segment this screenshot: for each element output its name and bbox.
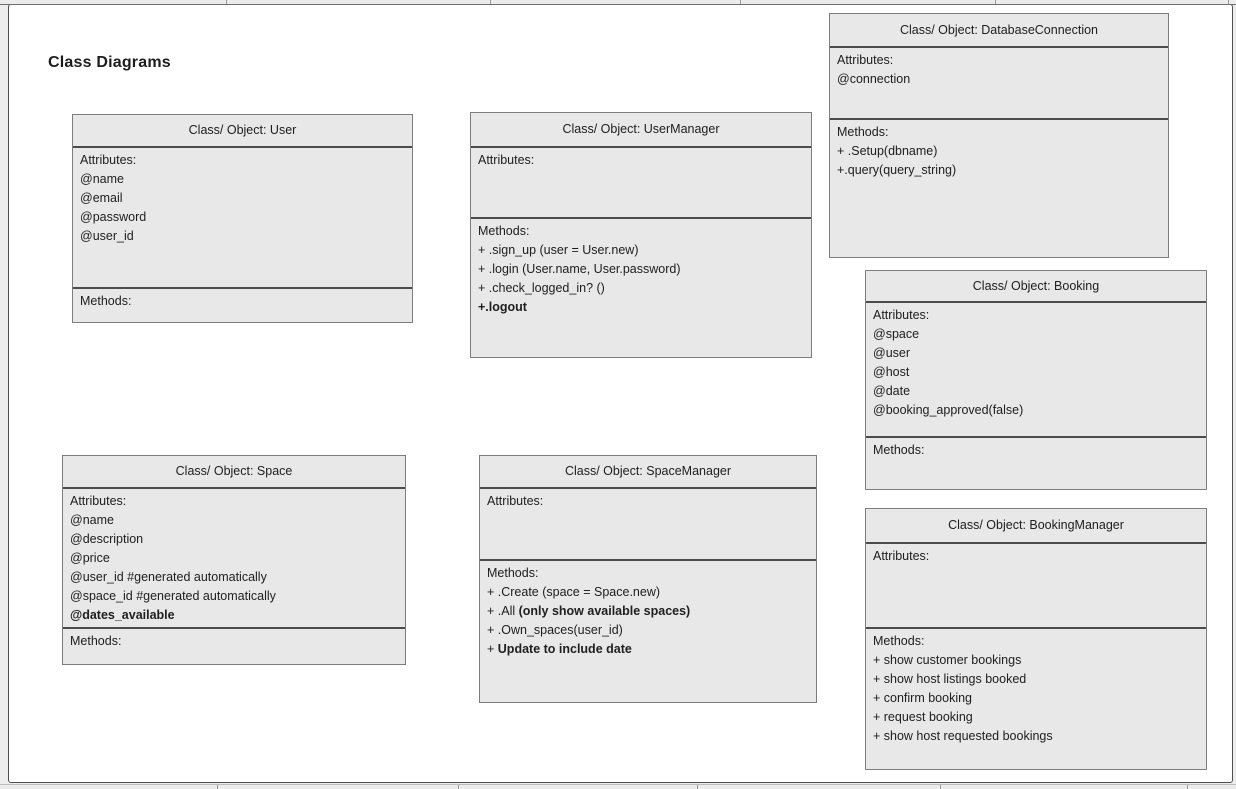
- attributes-label: Attributes:: [70, 494, 127, 508]
- text-line: @description: [70, 532, 144, 546]
- attributes-section: Attributes:: [471, 148, 811, 219]
- methods-label: Methods:: [478, 224, 530, 238]
- attributes-label: Attributes:: [873, 549, 930, 563]
- attributes-label: Attributes:: [873, 308, 930, 322]
- page-title: Class Diagrams: [48, 54, 171, 71]
- attributes-label: Attributes:: [478, 153, 535, 167]
- text-line: @space: [873, 327, 920, 341]
- text-line: @password: [80, 210, 147, 224]
- column-divider-tick: [1228, 0, 1229, 4]
- class-box-space: Class/ Object: Space Attributes: @name @d…: [62, 455, 406, 665]
- text-line: + .Create (space = Space.new): [487, 585, 661, 599]
- text-line: @booking_approved(false): [873, 403, 1024, 417]
- text-line: +.query(query_string): [837, 163, 957, 177]
- methods-section: Methods:: [73, 289, 412, 322]
- column-divider-tick: [1187, 785, 1188, 789]
- column-divider-tick: [217, 785, 218, 789]
- methods-section: Methods: + show customer bookings+ show …: [866, 629, 1206, 767]
- column-divider-tick: [940, 785, 941, 789]
- text-line: @user_id: [80, 229, 134, 243]
- text-line: + .check_logged_in? (): [478, 281, 605, 295]
- text-line: @dates_available: [70, 608, 175, 622]
- attributes-list: @connection: [837, 70, 1162, 89]
- text-line: @name: [70, 513, 114, 527]
- column-divider-tick: [226, 0, 227, 4]
- methods-section: Methods: + .Setup(dbname) +.query(query_s…: [830, 120, 1168, 257]
- column-divider-tick: [740, 0, 741, 4]
- class-box-databaseconnection: Class/ Object: DatabaseConnection Attrib…: [829, 13, 1169, 258]
- cropped-row-top: [0, 0, 1236, 5]
- class-title: Class/ Object: SpaceManager: [480, 456, 816, 489]
- text-line: + .sign_up (user = User.new): [478, 243, 639, 257]
- methods-label: Methods:: [70, 634, 122, 648]
- column-divider-tick: [697, 785, 698, 789]
- methods-section: Methods:: [63, 629, 405, 664]
- text-line: + show host requested bookings: [873, 729, 1053, 743]
- class-title: Class/ Object: Space: [63, 456, 405, 489]
- text-line: + show host listings booked: [873, 672, 1027, 686]
- column-divider-tick: [490, 0, 491, 4]
- class-title: Class/ Object: User: [73, 115, 412, 148]
- text-line: + .login (User.name, User.password): [478, 262, 681, 276]
- methods-label: Methods:: [80, 294, 132, 308]
- attributes-section: Attributes: @name @email @password @user_id: [73, 148, 412, 289]
- attributes-section: Attributes: @name @description @price @user…: [63, 489, 405, 629]
- text-line: @date: [873, 384, 911, 398]
- attributes-section: Attributes:: [480, 489, 816, 561]
- attributes-list: @space @user @host @date @booking_approved(f…: [873, 325, 1200, 420]
- attributes-label: Attributes:: [487, 494, 544, 508]
- text-line: + request booking: [873, 710, 973, 724]
- text-line: + .All (only show available spaces): [487, 604, 691, 618]
- text-line: @user: [873, 346, 911, 360]
- methods-section: Methods:: [866, 438, 1206, 489]
- class-title: Class/ Object: BookingManager: [866, 509, 1206, 544]
- class-box-spacemanager: Class/ Object: SpaceManager Attributes: …: [479, 455, 817, 703]
- methods-section: Methods: + .sign_up (user = User.new)+ .…: [471, 219, 811, 357]
- attributes-label: Attributes:: [80, 153, 137, 167]
- class-box-usermanager: Class/ Object: UserManager Attributes: M…: [470, 112, 812, 358]
- attributes-label: Attributes:: [837, 53, 894, 67]
- methods-section: Methods: + .Create (space = Space.new)+ …: [480, 561, 816, 702]
- text-line: + .Setup(dbname): [837, 144, 938, 158]
- methods-list: + .Create (space = Space.new) + .All (onl…: [487, 583, 810, 659]
- methods-list: + .Setup(dbname) +.query(query_string): [837, 142, 1162, 180]
- methods-label: Methods:: [873, 443, 925, 457]
- class-title: Class/ Object: Booking: [866, 271, 1206, 303]
- text-line: @user_id #generated automatically: [70, 570, 267, 584]
- methods-list: + .sign_up (user = User.new) + .login (Us…: [478, 241, 805, 317]
- attributes-list: @name @description @price @user_id #generat…: [70, 511, 399, 625]
- class-title: Class/ Object: DatabaseConnection: [830, 14, 1168, 48]
- methods-label: Methods:: [837, 125, 889, 139]
- attributes-section: Attributes: @connection: [830, 48, 1168, 120]
- attributes-section: Attributes:: [866, 544, 1206, 629]
- class-box-booking: Class/ Object: Booking Attributes: @spac…: [865, 270, 1207, 490]
- text-line: @name: [80, 172, 124, 186]
- text-line: @space_id #generated automatically: [70, 589, 276, 603]
- column-divider-tick: [995, 0, 996, 4]
- text-line: +.logout: [478, 300, 527, 314]
- text-line: + Update to include date: [487, 642, 632, 656]
- text-line: @email: [80, 191, 123, 205]
- attributes-section: Attributes: @space @user @host @date @bookin…: [866, 303, 1206, 438]
- methods-label: Methods:: [487, 566, 539, 580]
- attributes-list: @name @email @password @user_id: [80, 170, 406, 246]
- class-title: Class/ Object: UserManager: [471, 113, 811, 148]
- text-line: + .Own_spaces(user_id): [487, 623, 623, 637]
- text-line: + show customer bookings: [873, 653, 1022, 667]
- text-line: + confirm booking: [873, 691, 973, 705]
- text-line: @price: [70, 551, 110, 565]
- column-divider-tick: [458, 785, 459, 789]
- class-box-bookingmanager: Class/ Object: BookingManager Attributes…: [865, 508, 1207, 770]
- class-box-user: Class/ Object: User Attributes: @name @em…: [72, 114, 413, 323]
- methods-label: Methods:: [873, 634, 925, 648]
- methods-list: + show customer bookings + show host list…: [873, 651, 1200, 746]
- text-line: @connection: [837, 72, 911, 86]
- text-line: @host: [873, 365, 910, 379]
- cropped-row-bottom: [0, 784, 1236, 789]
